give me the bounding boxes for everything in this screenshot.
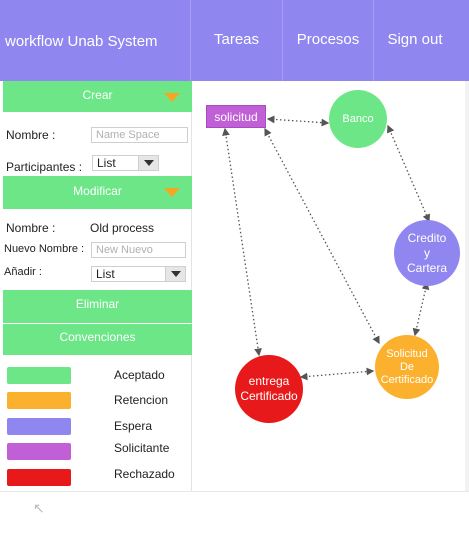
link-solicitud-banco	[266, 115, 330, 127]
top-navbar: workflow Unab System Tareas Procesos Sig…	[0, 0, 469, 81]
node-solicitud[interactable]: solicitud	[206, 105, 266, 128]
nav-divider	[282, 0, 283, 81]
modificar-nombre-value: Old process	[90, 221, 155, 235]
node-entrega-certificado[interactable]: entrega Certificado	[235, 355, 303, 423]
brand-title[interactable]: workflow Unab System	[5, 33, 158, 50]
participantes-value: List	[97, 156, 116, 170]
nav-procesos[interactable]: Procesos	[296, 31, 360, 48]
anadir-value: List	[96, 267, 115, 281]
legend-label-solicitante: Solicitante	[114, 441, 170, 455]
nuevo-nombre-label: Nuevo Nombre :	[4, 243, 85, 255]
chevron-down-icon[interactable]	[164, 93, 180, 102]
modificar-title: Modificar	[73, 184, 122, 198]
nav-tareas[interactable]: Tareas	[213, 31, 260, 48]
scroll-gutter	[465, 81, 469, 491]
modificar-nombre-label: Nombre :	[6, 221, 56, 235]
link-entrega-solicitud-cert	[299, 367, 375, 381]
modificar-section-header[interactable]: Modificar	[3, 176, 192, 209]
node-credito-label: Credito y Cartera	[406, 230, 447, 275]
resize-arrow-icon[interactable]: ↖	[33, 500, 45, 516]
nav-sign-out[interactable]: Sign out	[387, 31, 443, 48]
diagram-links	[222, 115, 431, 381]
node-banco-label: Banco	[342, 113, 374, 125]
sidebar-panel: Crear Nombre : Participantes : List Modi…	[3, 81, 192, 491]
link-solicitud-solicitud-cert	[264, 127, 380, 345]
anadir-select[interactable]: List	[91, 266, 186, 282]
legend-swatch-rechazado	[7, 469, 71, 486]
node-solicitud-cert-label: Solicitud De Certificado	[380, 347, 434, 386]
legend-label-rechazado: Rechazado	[114, 467, 175, 481]
legend-swatch-solicitante	[7, 443, 71, 460]
select-arrow-icon[interactable]	[165, 267, 185, 281]
chevron-down-icon[interactable]	[164, 188, 180, 197]
node-entrega-label: entrega Certificado	[240, 374, 298, 403]
convenciones-header[interactable]: Convenciones	[3, 324, 192, 355]
anadir-label: Añadir :	[4, 266, 42, 278]
legend-label-aceptado: Aceptado	[114, 368, 165, 382]
legend-swatch-aceptado	[7, 367, 71, 384]
legend-swatch-espera	[7, 418, 71, 435]
crear-title: Crear	[82, 88, 113, 102]
node-solicitud-certificado[interactable]: Solicitud De Certificado	[375, 335, 439, 399]
workflow-diagram: solicitud Banco Credito y Cartera Solici…	[193, 81, 465, 491]
nuevo-nombre-input[interactable]	[91, 242, 186, 258]
node-banco[interactable]: Banco	[329, 90, 387, 148]
footer-area: ↖	[0, 491, 469, 534]
legend-swatch-retencion	[7, 392, 71, 409]
nombre-input[interactable]	[91, 127, 188, 143]
link-credito-solicitud-cert	[412, 281, 430, 337]
nav-divider	[373, 0, 374, 81]
nav-divider	[190, 0, 191, 81]
participantes-select[interactable]: List	[92, 155, 159, 171]
link-solicitud-entrega	[222, 127, 262, 357]
participantes-label: Participantes :	[6, 160, 83, 174]
legend-label-retencion: Retencion	[114, 393, 169, 407]
eliminar-title: Eliminar	[75, 297, 120, 311]
legend-label-espera: Espera	[114, 419, 153, 433]
node-solicitud-label: solicitud	[214, 109, 258, 124]
select-arrow-icon[interactable]	[138, 156, 158, 170]
eliminar-button[interactable]: Eliminar	[3, 290, 192, 323]
link-banco-credito	[386, 124, 431, 223]
convenciones-title: Convenciones	[59, 330, 136, 344]
crear-section-header[interactable]: Crear	[3, 81, 192, 112]
node-credito-cartera[interactable]: Credito y Cartera	[394, 220, 460, 286]
nombre-label: Nombre :	[6, 128, 56, 142]
